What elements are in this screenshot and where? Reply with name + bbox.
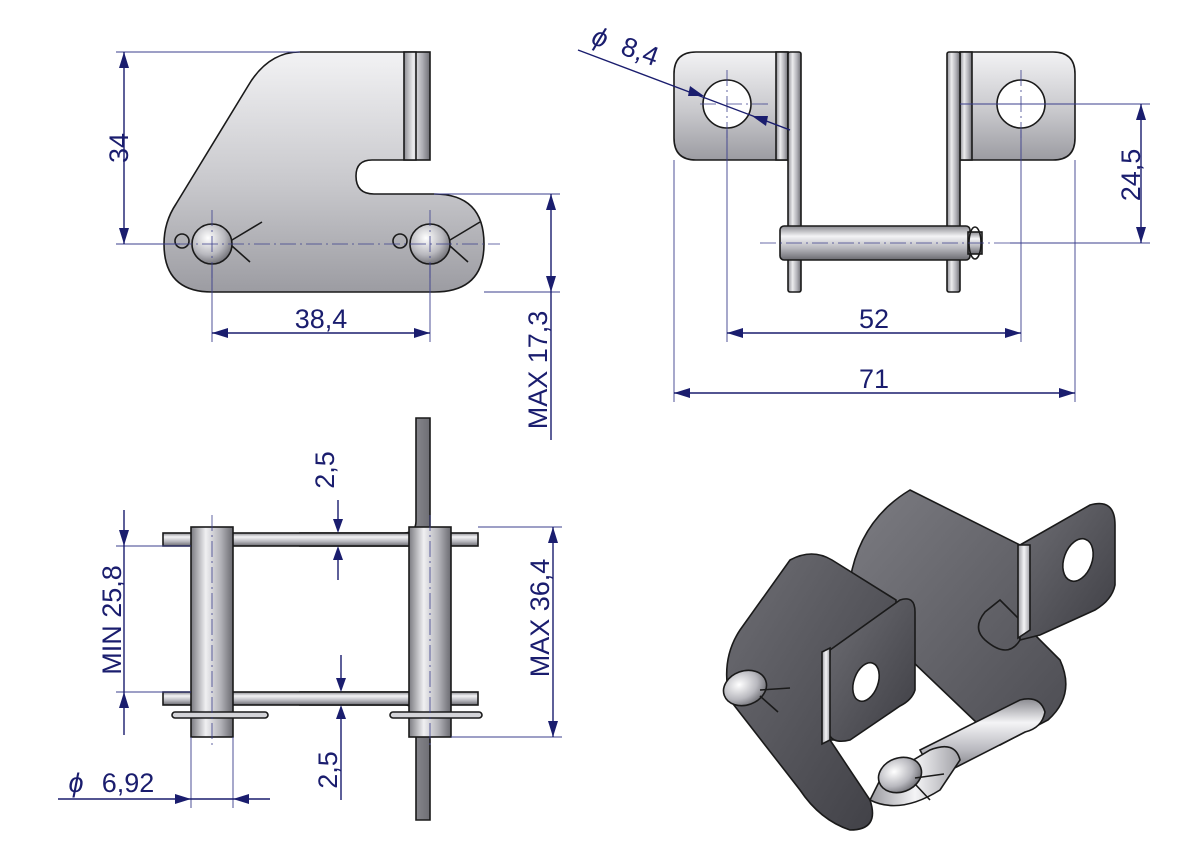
- top-view: ϕ 8,4 24,5 52 71: [577, 21, 1150, 402]
- iso-back-plate: [849, 489, 1067, 746]
- front-link-plate-top: [162, 532, 479, 547]
- iso-front-plate: [725, 553, 897, 831]
- dim-top-hole-spacing: 52: [859, 304, 889, 334]
- isometric-view: [722, 489, 1116, 831]
- dim-front-min-inner: MIN 25,8: [97, 565, 127, 675]
- dim-side-max-offset: MAX 17,3: [523, 311, 553, 430]
- dim-front-thickness-top: 2,5: [310, 451, 340, 489]
- dim-top-overall-width: 71: [859, 364, 889, 394]
- front-view: 2,5 2,5 MIN 25,8 MAX 36,4 ϕ 6,92: [58, 417, 562, 821]
- dim-pin-diameter: 6,92: [102, 768, 155, 798]
- iso-pin-head-upper: [722, 669, 768, 707]
- iso-pin-head-lower: [877, 756, 923, 794]
- dim-side-height: 34: [104, 133, 134, 163]
- dim-top-hole-diameter-symbol: ϕ: [588, 21, 612, 54]
- dim-front-max-outer: MAX 36,4: [525, 559, 555, 678]
- dim-side-pitch: 38,4: [295, 304, 348, 334]
- side-view: 34 38,4 MAX 17,3: [104, 51, 560, 440]
- dim-pin-diameter-symbol: ϕ: [68, 768, 83, 798]
- dim-top-hole-height: 24,5: [1116, 149, 1146, 202]
- iso-back-ear-hole: [1062, 537, 1094, 583]
- front-link-plate-bottom: [162, 691, 479, 706]
- dim-top-hole-diameter: 8,4: [617, 31, 663, 72]
- dim-front-thickness-bottom: 2,5: [313, 751, 343, 789]
- side-bent-flange: [403, 51, 431, 161]
- iso-front-ear-hole: [852, 661, 880, 703]
